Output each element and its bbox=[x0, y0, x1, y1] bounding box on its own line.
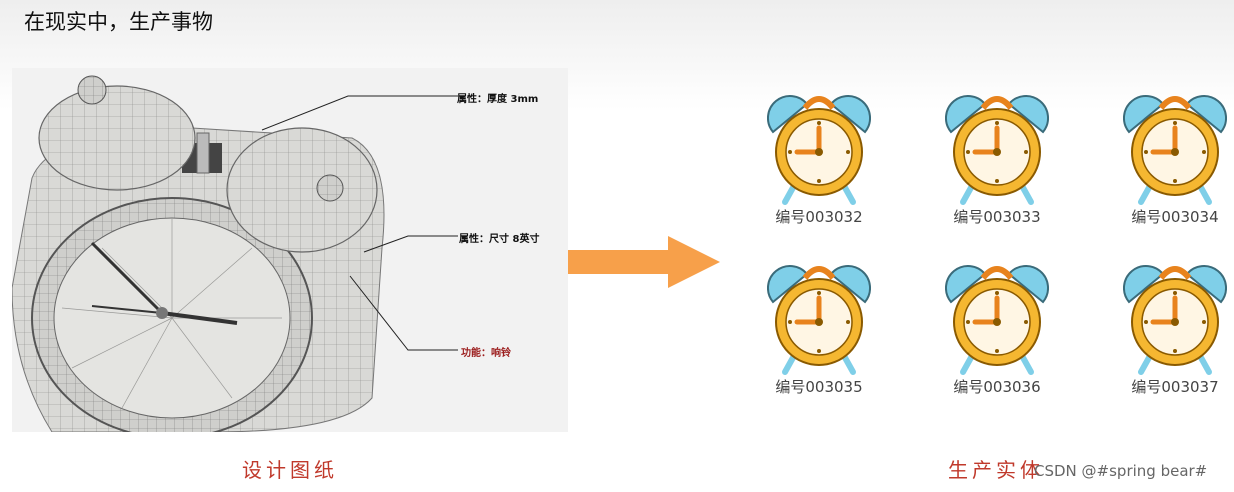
clock-serial-label: 编号003036 bbox=[953, 378, 1041, 396]
product-clock: 编号003034 bbox=[1120, 92, 1230, 227]
blueprint-image: 属性：厚度 3mm 属性：尺寸 8英寸 功能：响铃 bbox=[12, 68, 568, 432]
alarm-clock-icon bbox=[767, 94, 871, 205]
alarm-clock-icon bbox=[945, 94, 1049, 205]
blueprint-caption: 设计图纸 bbox=[242, 458, 338, 482]
alarm-clock-icon bbox=[945, 264, 1049, 375]
product-clock: 编号003036 bbox=[942, 262, 1052, 397]
product-clock: 编号003032 bbox=[764, 92, 874, 227]
alarm-clock-icon bbox=[767, 264, 871, 375]
page-title: 在现实中，生产事物 bbox=[24, 10, 213, 34]
clock-serial-label: 编号003033 bbox=[953, 208, 1041, 226]
product-caption: 生产实体 bbox=[948, 458, 1044, 482]
callout-thickness: 属性：厚度 3mm bbox=[457, 94, 539, 105]
clock-serial-label: 编号003035 bbox=[775, 378, 863, 396]
watermark: CSDN @#spring bear# bbox=[1034, 462, 1208, 480]
callout-size: 属性：尺寸 8英寸 bbox=[459, 234, 540, 245]
product-clock: 编号003037 bbox=[1120, 262, 1230, 397]
alarm-clock-icon bbox=[1123, 264, 1227, 375]
callout-function: 功能：响铃 bbox=[461, 348, 511, 359]
product-clock: 编号003033 bbox=[942, 92, 1052, 227]
arrow-right-icon bbox=[568, 236, 720, 288]
clock-serial-label: 编号003037 bbox=[1131, 378, 1219, 396]
clock-serial-label: 编号003034 bbox=[1131, 208, 1219, 226]
clock-serial-label: 编号003032 bbox=[775, 208, 863, 226]
product-clock: 编号003035 bbox=[764, 262, 874, 397]
alarm-clock-icon bbox=[1123, 94, 1227, 205]
